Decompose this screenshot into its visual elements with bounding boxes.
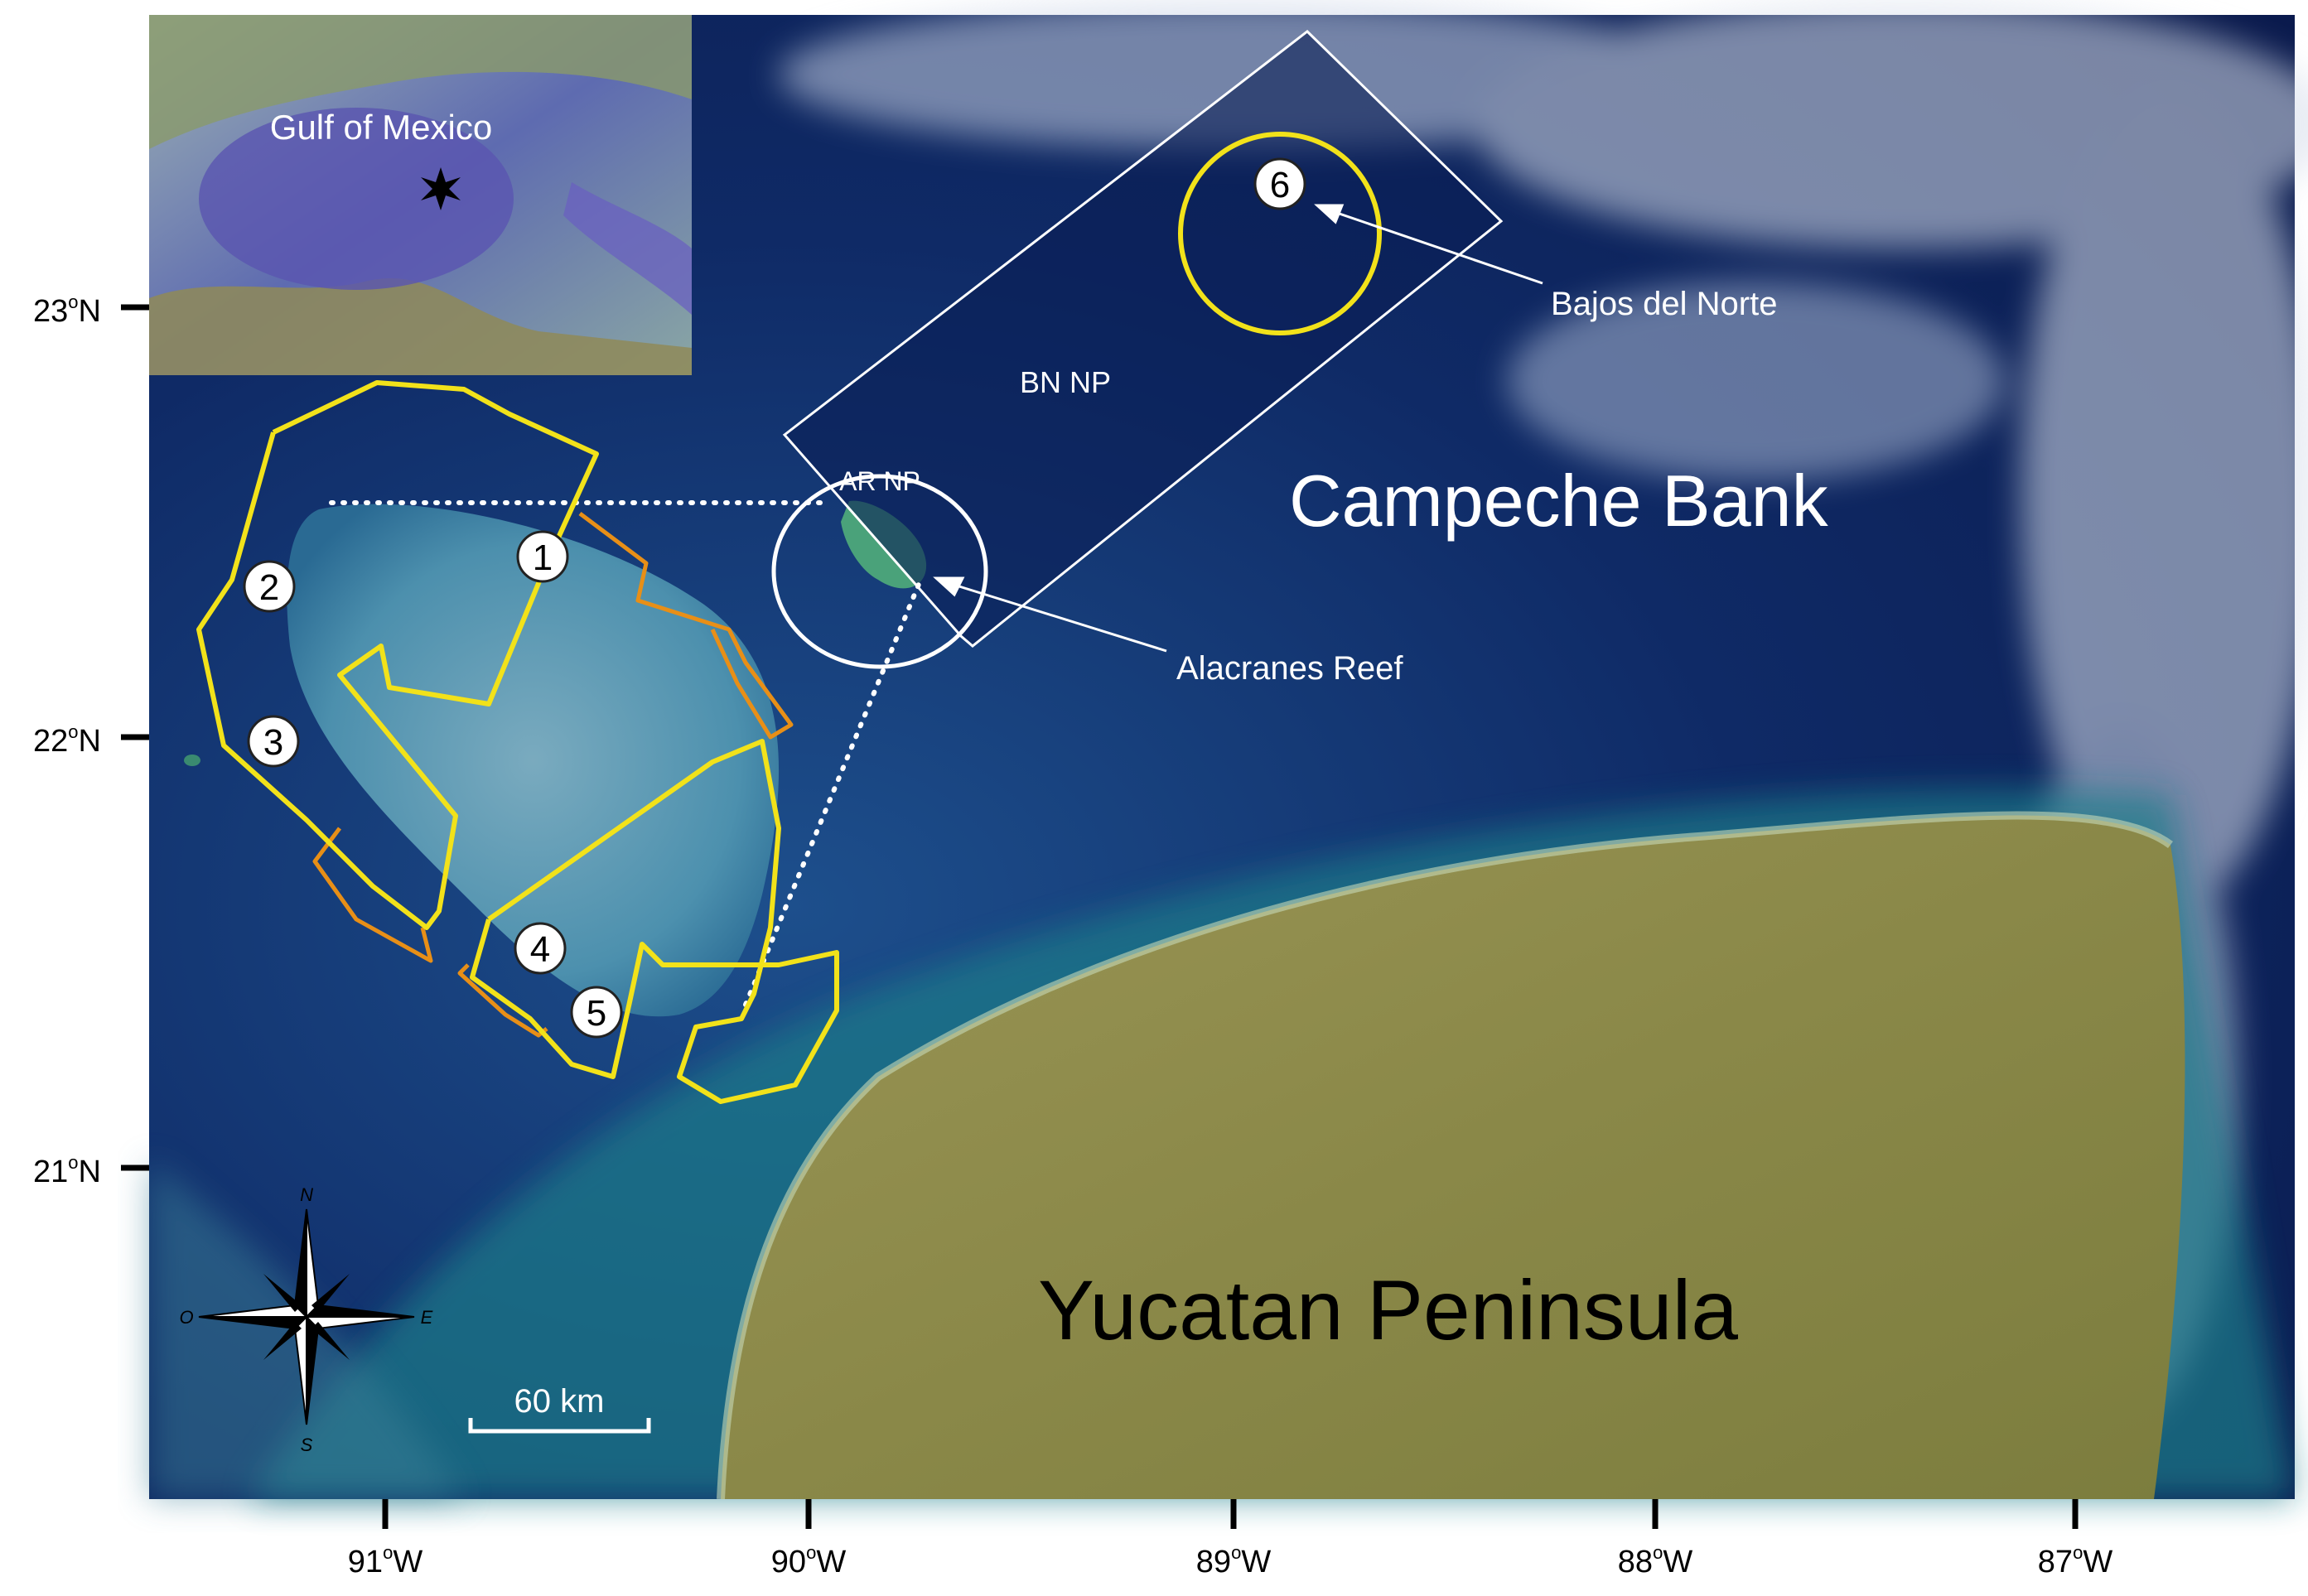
svg-text:S: S xyxy=(301,1434,313,1455)
longitude-axis: 91oW 90oW 89oW 88oW 87oW xyxy=(348,1499,2113,1579)
bn-np-boundary xyxy=(782,30,1504,648)
callout-arrows xyxy=(933,204,1543,653)
svg-text:2: 2 xyxy=(259,567,279,608)
bajos-del-norte-circle xyxy=(1178,132,1382,335)
lat-tick-label-22: 22oN xyxy=(33,721,101,759)
ar-np-boundary xyxy=(771,474,988,669)
latitude-axis: 23oN 22oN 21oN xyxy=(33,292,149,1189)
campeche-bank-label: Campeche Bank xyxy=(1289,460,1829,542)
site-marker-6: 6 xyxy=(1253,157,1306,210)
svg-text:O: O xyxy=(179,1307,193,1328)
site-marker-2: 2 xyxy=(243,560,296,613)
scale-bar: 60 km xyxy=(468,1383,651,1434)
lon-tick-label-89: 89oW xyxy=(1196,1542,1272,1579)
svg-text:4: 4 xyxy=(530,929,550,970)
lon-tick-label-90: 90oW xyxy=(771,1542,847,1579)
svg-text:90oW: 90oW xyxy=(771,1542,847,1579)
site-marker-5: 5 xyxy=(570,986,623,1039)
bajos-del-norte-label: Bajos del Norte xyxy=(1551,286,1777,322)
inset-label: Gulf of Mexico xyxy=(270,108,492,147)
svg-text:88oW: 88oW xyxy=(1618,1542,1693,1579)
lon-tick-label-87: 87oW xyxy=(2038,1542,2113,1579)
svg-text:N: N xyxy=(300,1184,313,1205)
svg-text:22oN: 22oN xyxy=(33,721,101,759)
lat-tick-label-23: 23oN xyxy=(33,292,101,329)
svg-text:89oW: 89oW xyxy=(1196,1542,1272,1579)
svg-text:E: E xyxy=(421,1307,433,1328)
alacranes-reef-label: Alacranes Reef xyxy=(1176,650,1403,687)
gulf-of-mexico-inset: Gulf of Mexico xyxy=(149,15,692,375)
yucatan-peninsula-label: Yucatan Peninsula xyxy=(1038,1263,1738,1357)
svg-text:6: 6 xyxy=(1270,165,1290,205)
svg-text:5: 5 xyxy=(587,993,606,1034)
svg-text:1: 1 xyxy=(533,538,553,578)
svg-text:21oN: 21oN xyxy=(33,1152,101,1189)
svg-text:60 km: 60 km xyxy=(514,1383,605,1420)
reef-zoom-shape xyxy=(287,504,780,1017)
yellow-zone-lines xyxy=(196,380,839,1104)
svg-text:91oW: 91oW xyxy=(348,1542,423,1579)
ar-np-label: AR NP xyxy=(839,466,920,496)
lon-tick-label-91: 91oW xyxy=(348,1542,423,1579)
bn-np-label: BN NP xyxy=(1020,365,1111,399)
site-marker-4: 4 xyxy=(514,922,567,975)
svg-text:87oW: 87oW xyxy=(2038,1542,2113,1579)
site-markers: 1 2 3 4 5 6 xyxy=(243,157,1306,1039)
lat-tick-label-21: 21oN xyxy=(33,1152,101,1189)
site-marker-1: 1 xyxy=(516,530,569,583)
yucatan-land xyxy=(721,815,2185,1499)
lon-tick-label-88: 88oW xyxy=(1618,1542,1693,1579)
zoom-connector-lines xyxy=(329,500,922,1007)
location-star-icon xyxy=(421,167,461,210)
compass-rose-icon: N S E O xyxy=(179,1184,432,1455)
svg-text:3: 3 xyxy=(263,722,283,763)
site-marker-3: 3 xyxy=(247,715,300,768)
svg-text:23oN: 23oN xyxy=(33,292,101,329)
